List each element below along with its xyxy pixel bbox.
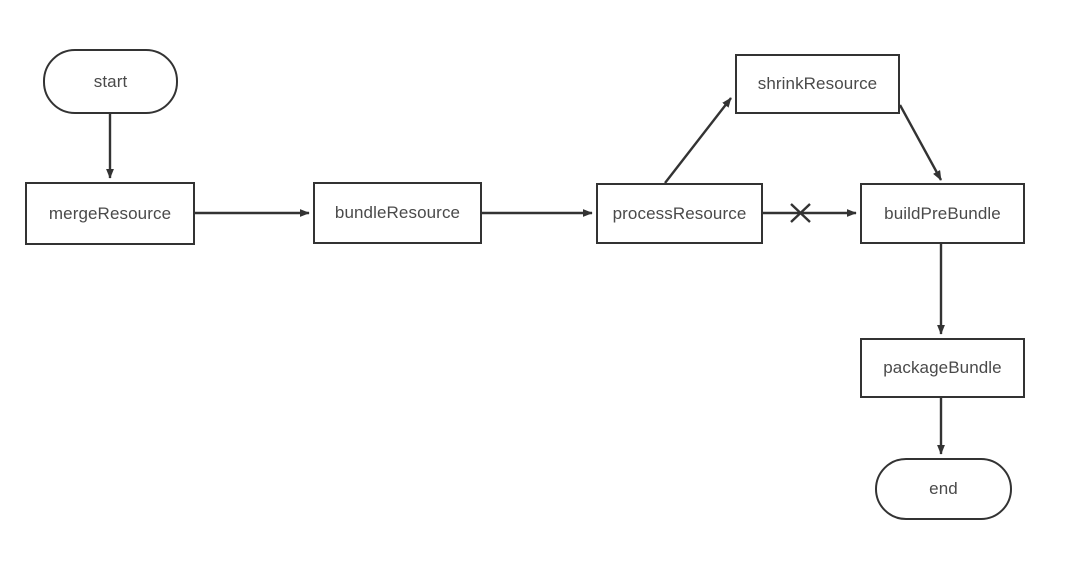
node-process-resource[interactable]: processResource	[596, 183, 763, 244]
node-build-pre-bundle[interactable]: buildPreBundle	[860, 183, 1025, 244]
node-end-label: end	[929, 479, 958, 498]
node-build-pre-bundle-label: buildPreBundle	[884, 203, 1001, 223]
node-bundle-resource[interactable]: bundleResource	[313, 182, 482, 244]
node-end[interactable]: end	[875, 458, 1012, 520]
node-bundle-resource-label: bundleResource	[334, 203, 461, 222]
node-start-label: start	[93, 71, 128, 91]
node-process-resource-label: processResource	[612, 203, 747, 223]
node-package-bundle[interactable]: packageBundle	[860, 338, 1025, 398]
node-start[interactable]: start	[43, 49, 178, 114]
node-merge-resource-label: mergeResource	[48, 203, 172, 223]
blocked-x-icon	[790, 203, 811, 223]
edge-shrinkResource-to-buildPreBundle	[898, 104, 943, 181]
edge-processResource-to-buildPreBundle	[763, 203, 857, 223]
node-package-bundle-label: packageBundle	[883, 358, 1002, 377]
node-shrink-resource-label: shrinkResource	[757, 74, 878, 93]
node-shrink-resource[interactable]: shrinkResource	[735, 54, 900, 114]
edge-processResource-to-shrinkResource	[664, 97, 732, 184]
node-merge-resource[interactable]: mergeResource	[25, 182, 195, 245]
